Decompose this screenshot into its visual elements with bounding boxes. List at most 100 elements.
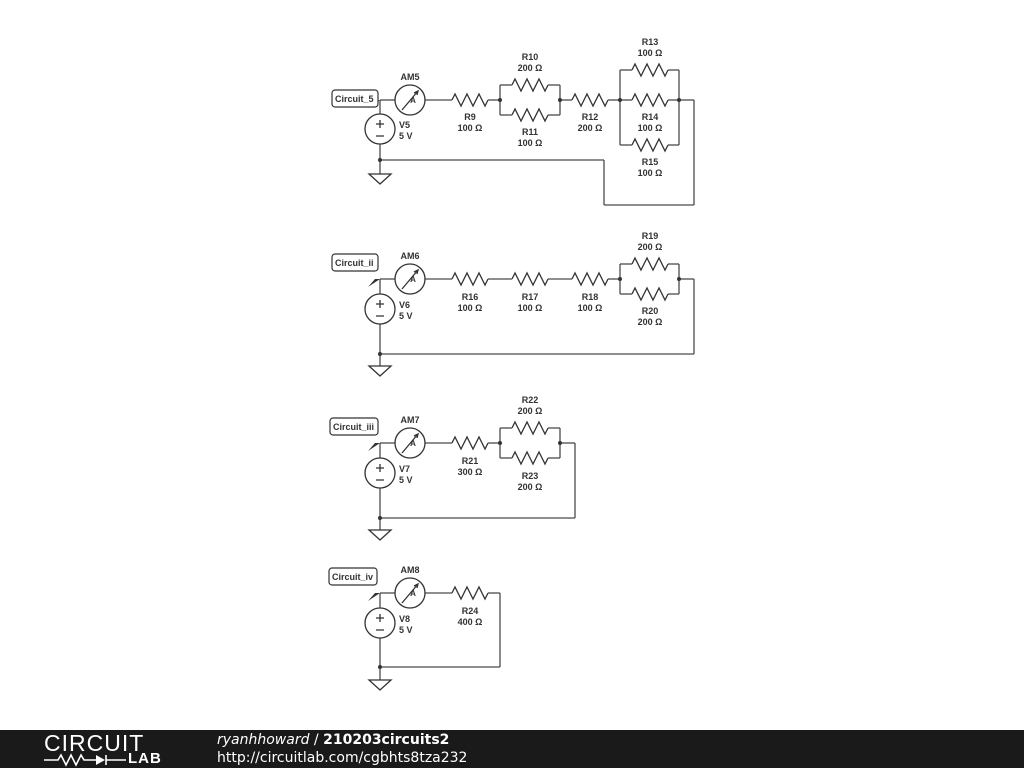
resistor-r21[interactable]: R21 300 Ω bbox=[451, 435, 489, 477]
resistor-value: 200 Ω bbox=[518, 482, 543, 492]
circuitlab-logo[interactable]: CIRCUIT LAB bbox=[44, 730, 184, 767]
net-label-text: Circuit_5 bbox=[335, 94, 374, 104]
resistor-r13[interactable]: R13 100 Ω bbox=[631, 37, 669, 78]
ammeter-a-icon: A bbox=[410, 589, 416, 598]
net-label-text: Circuit_ii bbox=[335, 258, 374, 268]
ammeter-name: AM8 bbox=[400, 565, 419, 575]
resistor-name: R19 bbox=[642, 231, 659, 241]
ammeter-a-icon: A bbox=[410, 96, 416, 105]
resistor-r20[interactable]: R20 200 Ω bbox=[631, 286, 669, 327]
source-name: V6 bbox=[399, 300, 410, 310]
resistor-value: 200 Ω bbox=[578, 123, 603, 133]
source-name: V5 bbox=[399, 120, 410, 130]
source-value: 5 V bbox=[399, 475, 413, 485]
footer-bar: CIRCUIT LAB ryanhhoward / 210203circuits… bbox=[0, 730, 1024, 768]
net-label-circuit-iv[interactable]: Circuit_iv bbox=[328, 567, 380, 601]
source-value: 5 V bbox=[399, 131, 413, 141]
resistor-r11[interactable]: R11 100 Ω bbox=[511, 107, 549, 148]
voltage-source-v6[interactable]: V6 5 V bbox=[364, 293, 413, 325]
resistor-r14[interactable]: R14 100 Ω bbox=[631, 92, 669, 133]
resistor-value: 100 Ω bbox=[638, 123, 663, 133]
logo-wordmark-bottom: LAB bbox=[128, 750, 162, 767]
wires bbox=[379, 69, 695, 206]
logo-wordmark-top: CIRCUIT bbox=[44, 730, 145, 756]
resistor-r17[interactable]: R17 100 Ω bbox=[511, 271, 549, 313]
resistor-value: 200 Ω bbox=[638, 242, 663, 252]
junction-dots bbox=[378, 441, 562, 520]
ground-icon bbox=[367, 365, 393, 377]
circuit-ii: R16 100 Ω R17 100 Ω R18 100 Ω R19 200 Ω … bbox=[331, 231, 695, 377]
circuit-iii: R21 300 Ω R22 200 Ω R23 200 Ω A AM7 V7 5… bbox=[329, 395, 576, 541]
source-value: 5 V bbox=[399, 625, 413, 635]
ammeter-am8[interactable]: A AM8 bbox=[394, 565, 426, 609]
resistor-r15[interactable]: R15 100 Ω bbox=[631, 137, 669, 178]
resistor-value: 100 Ω bbox=[638, 48, 663, 58]
ammeter-am6[interactable]: A AM6 bbox=[394, 251, 426, 295]
circuit-5: R9 100 Ω R10 200 Ω R11 100 Ω R12 200 Ω R… bbox=[331, 37, 695, 206]
net-label-circuit-5[interactable]: Circuit_5 bbox=[331, 89, 380, 108]
source-name: V7 bbox=[399, 464, 410, 474]
junction-dots bbox=[378, 277, 681, 356]
net-label-circuit-iii[interactable]: Circuit_iii bbox=[329, 417, 380, 451]
wires bbox=[379, 263, 695, 366]
source-name: V8 bbox=[399, 614, 410, 624]
ammeter-a-icon: A bbox=[410, 439, 416, 448]
net-label-circuit-ii[interactable]: Circuit_ii bbox=[331, 253, 380, 287]
resistor-name: R11 bbox=[522, 127, 538, 137]
resistor-diode-logo-icon bbox=[44, 753, 126, 767]
resistor-value: 200 Ω bbox=[518, 63, 543, 73]
resistor-name: R22 bbox=[522, 395, 539, 405]
resistor-r12[interactable]: R12 200 Ω bbox=[571, 92, 609, 133]
net-label-text: Circuit_iv bbox=[332, 572, 373, 582]
resistor-value: 300 Ω bbox=[458, 467, 483, 477]
source-value: 5 V bbox=[399, 311, 413, 321]
resistor-value: 200 Ω bbox=[518, 406, 543, 416]
resistor-name: R23 bbox=[522, 471, 539, 481]
net-label-text: Circuit_iii bbox=[333, 422, 374, 432]
resistor-name: R15 bbox=[642, 157, 659, 167]
voltage-source-v5[interactable]: V5 5 V bbox=[364, 113, 413, 145]
resistor-name: R20 bbox=[642, 306, 659, 316]
resistor-name: R21 bbox=[462, 456, 479, 466]
resistor-r24[interactable]: R24 400 Ω bbox=[451, 585, 489, 627]
voltage-source-v7[interactable]: V7 5 V bbox=[364, 457, 413, 489]
resistor-value: 100 Ω bbox=[458, 303, 483, 313]
resistor-r19[interactable]: R19 200 Ω bbox=[631, 231, 669, 272]
ammeter-am5[interactable]: A AM5 bbox=[394, 72, 426, 116]
junction-dots bbox=[378, 665, 382, 669]
resistor-name: R17 bbox=[522, 292, 539, 302]
ammeter-a-icon: A bbox=[410, 275, 416, 284]
ground-icon bbox=[367, 529, 393, 541]
resistor-name: R10 bbox=[522, 52, 539, 62]
resistor-r9[interactable]: R9 100 Ω bbox=[451, 92, 489, 133]
resistor-r10[interactable]: R10 200 Ω bbox=[511, 52, 549, 93]
resistor-r18[interactable]: R18 100 Ω bbox=[571, 271, 609, 313]
resistor-value: 100 Ω bbox=[518, 303, 543, 313]
resistor-value: 100 Ω bbox=[458, 123, 483, 133]
resistor-name: R13 bbox=[642, 37, 659, 47]
resistor-value: 200 Ω bbox=[638, 317, 663, 327]
circuit-schematic: R9 100 Ω R10 200 Ω R11 100 Ω R12 200 Ω R… bbox=[328, 37, 695, 691]
resistor-value: 100 Ω bbox=[638, 168, 663, 178]
resistor-value: 100 Ω bbox=[578, 303, 603, 313]
author-link[interactable]: ryanhhoward bbox=[217, 732, 310, 748]
circuit-iv: R24 400 Ω A AM8 V8 5 V Circuit_iv bbox=[328, 565, 501, 691]
path-separator: / bbox=[309, 732, 324, 748]
wires bbox=[379, 592, 501, 680]
resistor-name: R18 bbox=[582, 292, 599, 302]
resistor-name: R9 bbox=[464, 112, 476, 122]
circuit-url[interactable]: http://circuitlab.com/cgbhts8tza232 bbox=[217, 750, 468, 766]
voltage-source-v8[interactable]: V8 5 V bbox=[364, 607, 413, 639]
ammeter-name: AM6 bbox=[400, 251, 419, 261]
resistor-name: R24 bbox=[462, 606, 479, 616]
ground-icon bbox=[367, 679, 393, 691]
junction-dots bbox=[378, 98, 681, 162]
resistor-r16[interactable]: R16 100 Ω bbox=[451, 271, 489, 313]
resistor-r23[interactable]: R23 200 Ω bbox=[511, 450, 549, 492]
circuit-title[interactable]: 210203circuits2 bbox=[323, 732, 450, 748]
resistor-name: R12 bbox=[582, 112, 599, 122]
ground-icon bbox=[367, 173, 393, 185]
ammeter-am7[interactable]: A AM7 bbox=[394, 415, 426, 459]
resistor-r22[interactable]: R22 200 Ω bbox=[511, 395, 549, 436]
resistor-name: R16 bbox=[462, 292, 479, 302]
